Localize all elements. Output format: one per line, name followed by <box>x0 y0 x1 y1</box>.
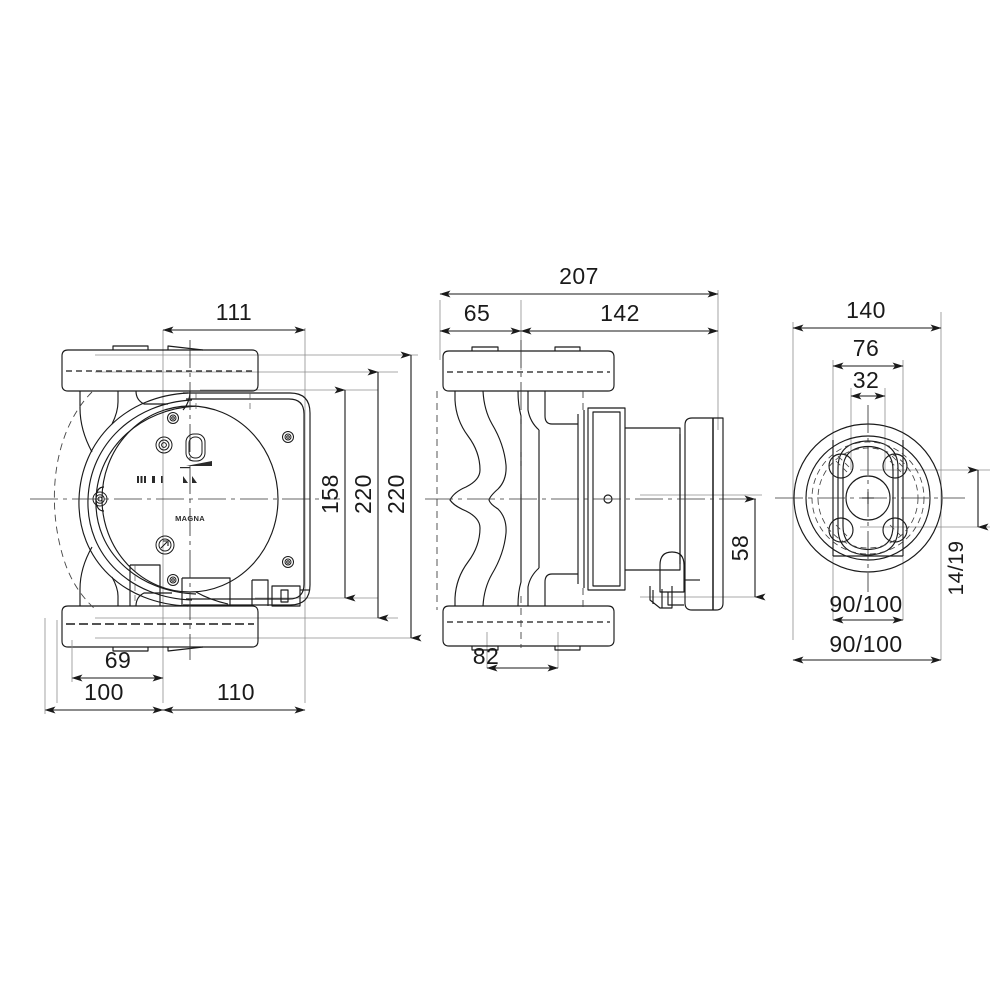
dimension-90-100-lower-label: 90/100 <box>829 631 902 657</box>
dimension-100-label: 100 <box>84 679 124 705</box>
side-view-centerlines <box>425 340 760 500</box>
dimension-158-label: 158 <box>317 474 343 514</box>
dimension-58-label: 58 <box>727 535 753 562</box>
dimension-100-110: 100 110 <box>44 618 306 714</box>
dimension-110-label: 110 <box>217 679 255 705</box>
side-view: 207 65 142 58 82 <box>425 263 766 672</box>
front-view-hidden-lines <box>134 393 251 606</box>
dimension-90-100-lower: 90/100 <box>792 631 942 664</box>
control-panel-icons <box>137 461 212 483</box>
dimension-158: 158 <box>317 386 356 602</box>
flange-view: 140 76 32 90/100 90/100 14/19 <box>775 297 990 664</box>
dimension-111-label: 111 <box>216 299 252 325</box>
dimension-76: 76 <box>832 335 904 370</box>
dimension-90-100-upper: 90/100 <box>829 591 904 624</box>
dimension-65-label: 65 <box>464 300 491 326</box>
dimension-32: 32 <box>850 367 886 400</box>
dimension-69: 69 <box>71 640 164 682</box>
flange-view-center-cross <box>862 492 874 504</box>
dimension-14-19-label: 14/19 <box>945 540 968 595</box>
dimension-90-100-upper-label: 90/100 <box>829 591 902 617</box>
dimension-69-label: 69 <box>105 647 132 673</box>
dimension-207-label: 207 <box>559 263 599 289</box>
front-view-hidden-arc <box>53 391 97 611</box>
dimension-220-outer: 220 <box>383 351 422 642</box>
dimension-82-label: 82 <box>473 643 500 669</box>
dimension-220-inner: 220 <box>350 368 389 622</box>
dimension-220-inner-label: 220 <box>350 474 376 514</box>
dimension-58: 58 <box>727 495 766 601</box>
dimension-111: 111 <box>162 299 306 334</box>
dimension-65-142: 65 142 <box>439 300 719 335</box>
dimension-32-label: 32 <box>853 367 880 393</box>
dimension-82: 82 <box>473 643 559 672</box>
dimension-76-label: 76 <box>853 335 880 361</box>
front-view: MAGNA 111 158 220 <box>30 299 422 714</box>
side-view-hidden-lines <box>436 391 584 648</box>
dimension-220-outer-label: 220 <box>383 474 409 514</box>
front-view-centerlines <box>30 340 340 660</box>
dimension-140-label: 140 <box>846 297 886 323</box>
dimension-14-19: 14/19 <box>945 466 989 596</box>
dimension-142-label: 142 <box>600 300 640 326</box>
dimension-207: 207 <box>439 263 719 298</box>
front-view-extension-lines <box>56 328 418 703</box>
dimension-140: 140 <box>792 297 942 332</box>
